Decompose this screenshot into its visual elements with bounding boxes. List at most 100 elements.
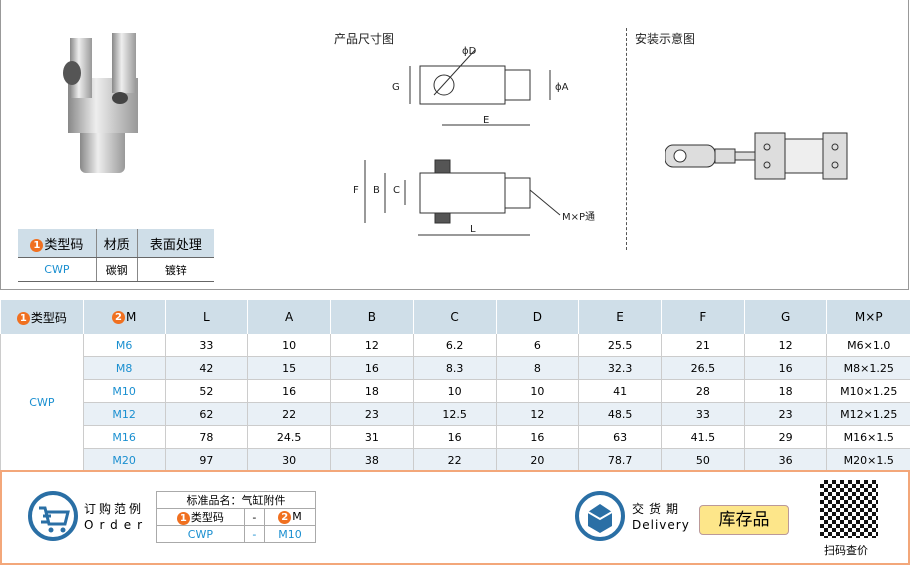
table-cell: 22 xyxy=(247,402,331,426)
table-cell: M6 xyxy=(82,334,166,357)
cell-material: 碳钢 xyxy=(95,257,138,282)
header-surface: 表面处理 xyxy=(136,229,214,258)
table-cell: M12×1.25 xyxy=(826,402,910,426)
dimension-drawing: ϕD G ϕA E F B C L M×P通 xyxy=(353,46,595,236)
table-cell: 52 xyxy=(164,379,248,403)
order-value-type: CWP xyxy=(156,525,245,543)
header-L: L xyxy=(164,300,248,334)
table-cell: 50 xyxy=(660,448,745,472)
order-title-cn: 订购范例 xyxy=(84,502,145,516)
table-cell: 16 xyxy=(743,356,827,380)
table-cell: 12 xyxy=(330,334,414,357)
table-cell: M12 xyxy=(82,402,166,426)
header-F: F xyxy=(660,300,745,334)
table-cell: 6 xyxy=(495,334,579,357)
cell-type-code: CWP xyxy=(0,334,84,472)
table-cell: 26.5 xyxy=(660,356,745,380)
table-cell: 78 xyxy=(164,425,248,449)
header-A: A xyxy=(247,300,331,334)
header-text: M xyxy=(125,310,137,324)
table-cell: 62 xyxy=(164,402,248,426)
number-badge: 2 xyxy=(111,311,125,324)
table-cell: 18 xyxy=(743,379,827,403)
label-phiD: ϕD xyxy=(462,46,477,57)
cart-icon xyxy=(28,491,78,541)
header-E: E xyxy=(578,300,662,334)
label-B: B xyxy=(373,185,380,196)
header-text: 类型码 xyxy=(30,310,67,325)
header-G: G xyxy=(743,300,827,334)
table-cell: M20×1.5 xyxy=(826,448,910,472)
table-cell: 42 xyxy=(164,356,248,380)
order-value-M: M10 xyxy=(264,525,316,543)
divider xyxy=(626,28,627,250)
header-type-code: 类型码 xyxy=(44,237,84,253)
table-cell: 18 xyxy=(330,379,414,403)
table-cell: 41 xyxy=(578,379,662,403)
table-cell: 30 xyxy=(247,448,331,472)
table-cell: 15 xyxy=(247,356,331,380)
header-D: D xyxy=(495,300,579,334)
dimension-title: 产品尺寸图 xyxy=(334,32,395,46)
label-F: F xyxy=(353,185,359,196)
header-B: B xyxy=(330,300,414,334)
cell-type-code: CWP xyxy=(18,257,97,282)
label-phiA: ϕA xyxy=(555,82,569,93)
table-cell: M16×1.5 xyxy=(826,425,910,449)
standard-name: 标准品名：气缸附件 xyxy=(156,491,316,509)
table-cell: 38 xyxy=(330,448,414,472)
table-cell: M6×1.0 xyxy=(826,334,910,357)
table-cell: M8 xyxy=(82,356,166,380)
table-cell: 33 xyxy=(164,334,248,357)
table-cell: 78.7 xyxy=(578,448,662,472)
number-badge: 1 xyxy=(30,238,44,252)
table-cell: 12 xyxy=(743,334,827,357)
dash: - xyxy=(243,508,266,526)
header-material: 材质 xyxy=(95,229,138,258)
table-cell: M8×1.25 xyxy=(826,356,910,380)
table-cell: 8 xyxy=(495,356,579,380)
table-cell: 22 xyxy=(412,448,496,472)
table-cell: 16 xyxy=(330,356,414,380)
table-cell: 48.5 xyxy=(578,402,662,426)
header-C: C xyxy=(412,300,496,334)
cell-surface: 镀锌 xyxy=(136,257,214,282)
table-cell: 29 xyxy=(743,425,827,449)
table-cell: 24.5 xyxy=(247,425,331,449)
table-cell: 63 xyxy=(578,425,662,449)
install-drawing xyxy=(665,132,848,180)
stock-badge: 库存品 xyxy=(699,505,789,535)
box-icon xyxy=(575,491,625,541)
table-cell: 10 xyxy=(412,379,496,403)
table-cell: 28 xyxy=(660,379,745,403)
number-badge: 1 xyxy=(176,511,190,525)
table-cell: 21 xyxy=(660,334,745,357)
delivery-title-en: Delivery xyxy=(632,518,690,532)
table-cell: 12.5 xyxy=(412,402,496,426)
table-cell: M10 xyxy=(82,379,166,403)
table-cell: 8.3 xyxy=(412,356,496,380)
label-G: G xyxy=(392,82,400,93)
table-cell: 31 xyxy=(330,425,414,449)
table-cell: 10 xyxy=(247,334,331,357)
table-cell: 25.5 xyxy=(578,334,662,357)
table-cell: 41.5 xyxy=(660,425,745,449)
install-title: 安装示意图 xyxy=(635,32,696,46)
table-cell: 16 xyxy=(412,425,496,449)
qr-code[interactable] xyxy=(820,480,878,538)
table-cell: 23 xyxy=(743,402,827,426)
label-E: E xyxy=(483,115,489,126)
table-cell: 6.2 xyxy=(412,334,496,357)
order-title-en: Order xyxy=(84,518,149,532)
